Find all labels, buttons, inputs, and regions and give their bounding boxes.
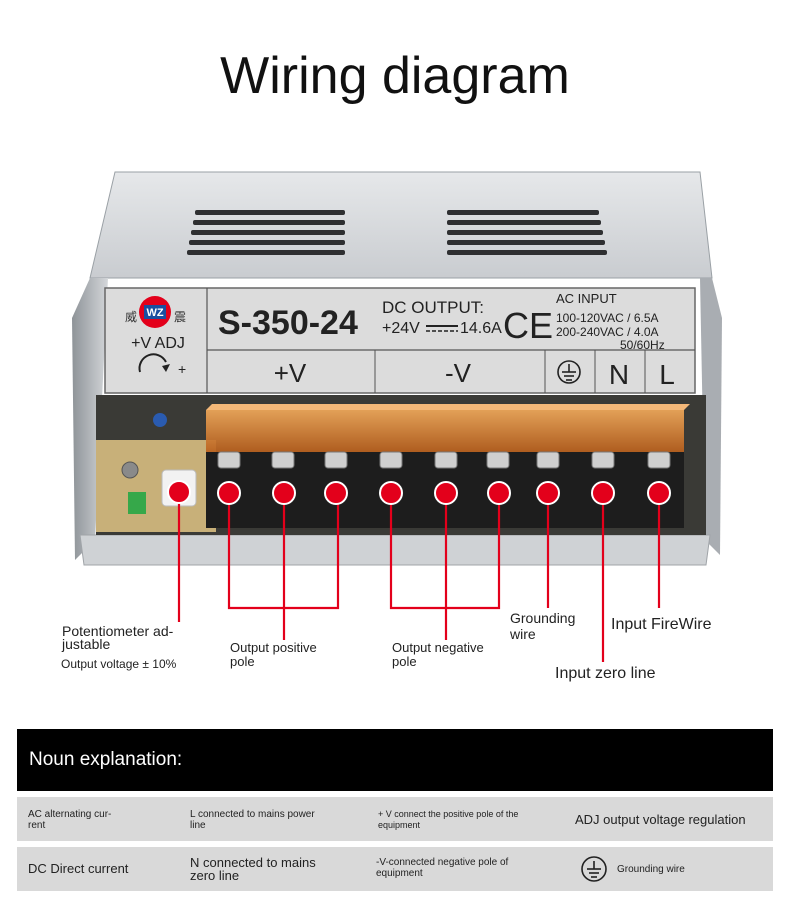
noun-neg-v: -V-connected negative pole of equipment bbox=[376, 857, 508, 879]
noun-ac-line2: rent bbox=[28, 820, 46, 831]
grounding-icon bbox=[581, 856, 607, 882]
noun-grounding: Grounding wire bbox=[617, 864, 685, 875]
model-number: S-350-24 bbox=[218, 304, 358, 342]
marker-l bbox=[647, 481, 671, 505]
noun-l-line1: L connected to mains power bbox=[190, 809, 315, 820]
marker-neg-2 bbox=[434, 481, 458, 505]
marker-ground bbox=[536, 481, 560, 505]
leader-lines bbox=[177, 492, 661, 662]
terminal-label-n: N bbox=[609, 359, 629, 390]
marker-neg-3 bbox=[487, 481, 511, 505]
ce-mark: CE bbox=[503, 305, 553, 346]
callout-input-firewire: Input FireWire bbox=[611, 616, 712, 633]
terminal-label-negative: -V bbox=[445, 358, 472, 388]
noun-n-line2: zero line bbox=[190, 868, 240, 883]
casing-left-side bbox=[72, 278, 108, 560]
logo-char-left: 威 bbox=[125, 310, 137, 324]
noun-pos-v-line1: + V connect the positive pole of the bbox=[378, 809, 519, 819]
callout-pot-line2: justable bbox=[62, 636, 111, 652]
marker-n bbox=[591, 481, 615, 505]
power-supply-illustration: WZ 威 震 +V ADJ + S-350-24 DC OUTPUT: +24V… bbox=[72, 171, 722, 662]
callout-out-neg-line1: Output negative bbox=[392, 640, 484, 655]
callout-potentiometer: Potentiometer ad- justable Output voltag… bbox=[61, 623, 177, 671]
noun-adj: ADJ output voltage regulation bbox=[575, 812, 746, 827]
adj-arrow-label: + bbox=[178, 361, 186, 377]
ac-input-label: AC INPUT bbox=[556, 291, 617, 306]
dc-symbol-icon bbox=[426, 325, 458, 332]
svg-text:WZ: WZ bbox=[146, 307, 163, 319]
label-panel bbox=[104, 287, 696, 394]
callout-pot-line3: Output voltage ± 10% bbox=[61, 657, 177, 671]
marker-pos-1 bbox=[217, 481, 241, 505]
noun-n: N connected to mains zero line bbox=[190, 856, 316, 882]
adjust-rotation-icon bbox=[138, 353, 167, 373]
ac-input-line1: 100-120VAC / 6.5A bbox=[556, 311, 659, 325]
terminal-markers bbox=[167, 480, 671, 505]
ground-symbol-icon bbox=[557, 360, 581, 384]
noun-ac: AC alternating cur- rent bbox=[28, 809, 111, 831]
noun-l-line2: line bbox=[190, 820, 206, 831]
noun-n-line1: N connected to mains bbox=[190, 855, 316, 870]
marker-neg-1 bbox=[379, 481, 403, 505]
terminal-label-l: L bbox=[659, 359, 675, 390]
marker-potentiometer bbox=[167, 480, 191, 504]
terminal-cover bbox=[206, 410, 684, 452]
callout-out-pos-line2: pole bbox=[230, 654, 255, 669]
casing-top bbox=[89, 171, 713, 279]
callout-pot-line1: Potentiometer ad- bbox=[62, 623, 174, 639]
noun-neg-v-line2: equipment bbox=[376, 868, 423, 879]
callout-output-positive: Output positive pole bbox=[230, 641, 317, 669]
callout-input-zero: Input zero line bbox=[555, 665, 656, 682]
noun-ac-line1: AC alternating cur- bbox=[28, 809, 112, 820]
marker-pos-2 bbox=[272, 481, 296, 505]
page-title: Wiring diagram bbox=[220, 47, 570, 105]
noun-pos-v-line2: equipment bbox=[378, 820, 421, 830]
pcb bbox=[96, 440, 216, 532]
callout-out-neg-line2: pole bbox=[392, 654, 417, 669]
callout-output-negative: Output negative pole bbox=[392, 641, 484, 669]
adj-label: +V ADJ bbox=[131, 335, 185, 352]
callout-ground-line2: wire bbox=[510, 626, 536, 642]
noun-neg-v-line1: -V-connected negative pole of bbox=[376, 857, 509, 868]
ac-input-freq: 50/60Hz bbox=[620, 338, 665, 352]
terminal-screws bbox=[217, 451, 671, 469]
noun-explanation-header: Noun explanation: bbox=[17, 729, 773, 791]
noun-pos-v: + V connect the positive pole of the equ… bbox=[378, 809, 518, 831]
marker-pos-3 bbox=[324, 481, 348, 505]
brand-logo-icon: WZ 威 震 bbox=[125, 296, 186, 328]
casing-bottom-lip bbox=[79, 534, 711, 566]
dc-output-value: +24V bbox=[382, 320, 420, 337]
noun-row-2: DC Direct current N connected to mains z… bbox=[17, 847, 773, 891]
ac-input-line2: 200-240VAC / 4.0A bbox=[556, 325, 659, 339]
vent-right bbox=[447, 210, 607, 255]
vent-left bbox=[187, 210, 345, 255]
callout-ground-line1: Grounding bbox=[510, 610, 576, 626]
callout-grounding: Grounding wire bbox=[510, 610, 575, 642]
dc-output-current: 14.6A bbox=[460, 320, 502, 337]
noun-l: L connected to mains power line bbox=[190, 809, 315, 831]
noun-dc: DC Direct current bbox=[28, 861, 129, 876]
callout-out-pos-line1: Output positive bbox=[230, 640, 317, 655]
logo-char-right: 震 bbox=[174, 310, 186, 324]
terminal-label-positive: +V bbox=[274, 358, 307, 388]
dc-output-label: DC OUTPUT: bbox=[382, 298, 484, 317]
noun-row-1: AC alternating cur- rent L connected to … bbox=[17, 797, 773, 841]
